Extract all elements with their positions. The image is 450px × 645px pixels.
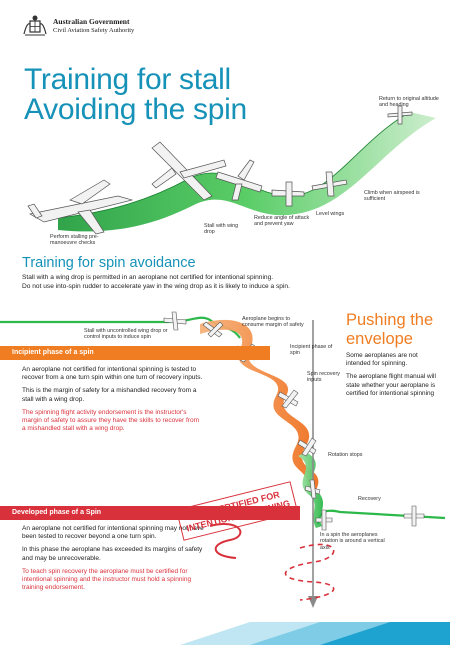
aircraft-icon (311, 171, 348, 197)
pushing-heading: Pushing the envelope (346, 311, 433, 349)
label-return: Return to original altitude and heading (379, 96, 439, 109)
intro-line-1: Stall with a wing drop is permitted in a… (22, 274, 274, 281)
label-stall: Stall with wing drop (204, 223, 239, 236)
page-title-line1: Training for stall (24, 63, 231, 96)
pushing-p2: The aeroplane flight manual will state w… (346, 373, 436, 397)
label-climb: Climb when airspeed is sufficient (364, 190, 420, 203)
pushing-heading-line2: envelope (346, 330, 413, 348)
label-inputs: Spin recovery inputs (307, 371, 340, 384)
aircraft-icon (297, 437, 317, 457)
footer-stripes (0, 622, 450, 645)
intro-line-2: Do not use into-spin rudder to accelerat… (22, 282, 290, 290)
aircraft-icon (215, 159, 263, 201)
stall-recovery-diagram (27, 105, 436, 235)
incipient-p2: This is the margin of safety for a misha… (22, 387, 197, 403)
label-incipient: Incipient phase of spin (290, 344, 333, 357)
incipient-p1: An aeroplane not certified for intention… (22, 366, 203, 382)
aircraft-icon (202, 321, 224, 338)
label-perform: Perform stalling pre-manoeuvre checks (50, 234, 99, 247)
incipient-p3: The spinning flight activity endorsement… (22, 408, 200, 433)
label-uncontrolled: Stall with uncontrolled wing drop or con… (84, 328, 168, 341)
developed-p1: An aeroplane not certified for intention… (22, 525, 204, 541)
coat-of-arms-icon (23, 15, 47, 36)
section-heading: Training for spin avoidance (22, 255, 196, 271)
label-reduce: Reduce angle of attack and prevent yaw (254, 215, 310, 228)
incipient-text: An aeroplane not certified for intention… (22, 366, 204, 438)
gov-name: Australian Government (53, 17, 130, 26)
aircraft-icon (151, 141, 227, 201)
label-level: Level wings (316, 211, 345, 217)
pushing-heading-line1: Pushing the (346, 311, 434, 329)
aircraft-icon (277, 389, 299, 409)
aircraft-icon (27, 179, 134, 235)
label-axis: In a spin the aeroplanes rotation is aro… (320, 532, 385, 551)
agency-name: Civil Aviation Safety Authority (53, 27, 135, 34)
label-stops: Rotation stops (328, 452, 363, 458)
section-intro: Stall with a wing drop is permitted in a… (22, 274, 352, 291)
developed-text: An aeroplane not certified for intention… (22, 525, 204, 597)
pushing-text: Some aeroplanes are not intended for spi… (346, 352, 444, 403)
developed-bar: Developed phase of a Spin (0, 506, 300, 520)
aircraft-icon (163, 311, 187, 331)
label-recovery: Recovery (358, 496, 381, 502)
incipient-bar: Incipient phase of a spin (0, 346, 270, 360)
developed-p3: To teach spin recovery the aeroplane mus… (22, 567, 192, 592)
aircraft-icon (304, 479, 321, 499)
aircraft-icon (271, 181, 305, 207)
label-consume: Aeroplane begins to consume margin of sa… (242, 316, 304, 329)
page-title-line2: Avoiding the spin (24, 93, 247, 126)
developed-p2: In this phase the aeroplane has exceeded… (22, 546, 203, 562)
aircraft-icon (387, 105, 413, 125)
aircraft-icon (403, 505, 425, 527)
aircraft-icon (315, 509, 333, 531)
gov-logo: Australian Government Civil Aviation Saf… (22, 14, 134, 38)
flight-path-ribbon (58, 112, 436, 232)
pushing-p1: Some aeroplanes are not intended for spi… (346, 352, 418, 368)
